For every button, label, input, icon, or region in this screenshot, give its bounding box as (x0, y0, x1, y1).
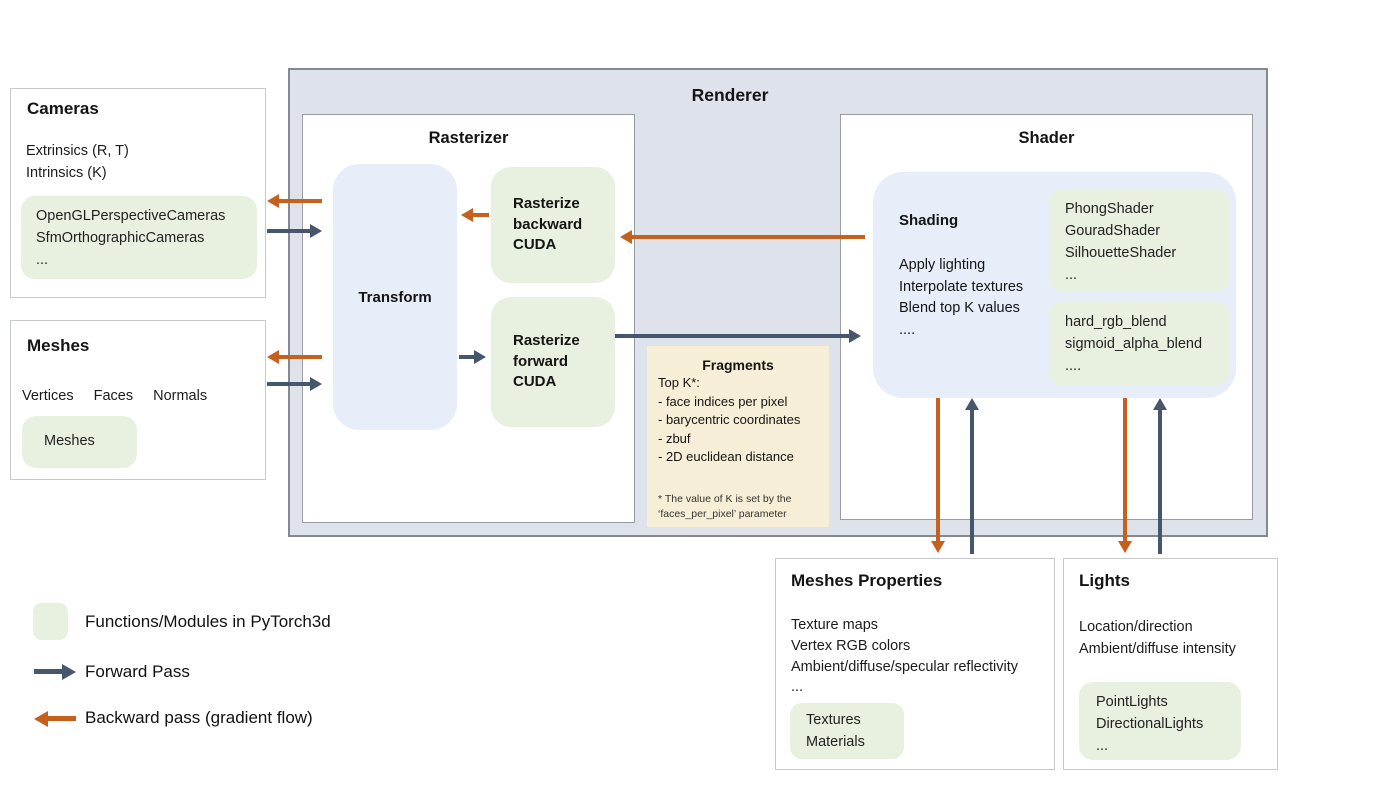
backward-pass-arrow (34, 710, 76, 727)
meshes-properties-line: ... (791, 679, 804, 696)
cameras-field: Extrinsics (R, T) (26, 143, 129, 159)
backward-pass-arrow (267, 350, 322, 364)
fragments-line: - 2D euclidean distance (658, 449, 794, 464)
shader-module-item: ... (1065, 267, 1078, 283)
blend-modules-box: hard_rgb_blend sigmoid_alpha_blend .... (1049, 301, 1229, 386)
shader-modules-box: PhongShader GouradShader SilhouetteShade… (1049, 189, 1229, 292)
fragments-box: Fragments Top K*: - face indices per pix… (647, 346, 829, 527)
shading-line: Blend top K values (899, 300, 1020, 316)
cameras-module-item: ... (36, 252, 49, 268)
meshes-properties-box: Meshes Properties Texture maps Vertex RG… (775, 558, 1055, 770)
shader-module-item: PhongShader (1065, 201, 1154, 217)
lights-line: Ambient/diffuse intensity (1079, 640, 1236, 657)
lights-module-item: ... (1096, 738, 1109, 754)
rasterize-forward-label: Rasterize forward CUDA (513, 332, 580, 391)
shading-label: Shading (899, 212, 959, 229)
blend-module-item: sigmoid_alpha_blend (1065, 336, 1203, 352)
lights-line: Location/direction (1079, 619, 1193, 635)
fragments-lines: Top K*: - face indices per pixel - baryc… (658, 374, 800, 467)
meshes-field: Normals (153, 388, 208, 404)
shading-line: Apply lighting (899, 257, 986, 273)
shading-line: Interpolate textures (899, 278, 1024, 295)
meshes-title: Meshes (27, 336, 90, 355)
meshes-field: Faces (93, 388, 134, 404)
legend-forward-label: Forward Pass (85, 662, 190, 681)
shader-box: Shader Shading Apply lighting Interpolat… (840, 114, 1253, 520)
meshes-field: Vertices (22, 388, 74, 404)
lights-box: Lights Location/direction Ambient/diffus… (1063, 558, 1278, 770)
meshes-properties-line: Vertex RGB colors (791, 637, 911, 654)
meshes-properties-lines: Texture maps Vertex RGB colors Ambient/d… (791, 615, 1018, 698)
meshes-properties-title: Meshes Properties (791, 571, 943, 590)
fragments-line: - face indices per pixel (658, 393, 788, 409)
lights-module-item: PointLights (1096, 694, 1168, 710)
fragments-line: Top K*: (658, 375, 700, 390)
meshes-module-item: Meshes (44, 433, 95, 449)
backward-pass-arrow (461, 208, 489, 222)
forward-pass-arrow (1153, 398, 1167, 554)
backward-pass-arrow (267, 194, 322, 208)
forward-pass-arrow (267, 377, 322, 391)
rasterize-backward-label: Rasterize backward CUDA (513, 195, 583, 254)
lights-title: Lights (1079, 571, 1130, 590)
lights-module-item: DirectionalLights (1096, 716, 1204, 732)
cameras-field: Intrinsics (K) (26, 165, 107, 181)
blend-module-item: hard_rgb_blend (1065, 314, 1167, 330)
shading-lines: Apply lighting Interpolate textures Blen… (899, 255, 1023, 341)
cameras-modules-box: OpenGLPerspectiveCameras SfmOrthographic… (21, 196, 257, 279)
cameras-fields: Extrinsics (R, T) Intrinsics (K) (26, 140, 129, 184)
legend-backward-label: Backward pass (gradient flow) (85, 708, 313, 727)
cameras-module-item: SfmOrthographicCameras (36, 230, 205, 246)
shader-module-item: SilhouetteShader (1065, 245, 1177, 261)
blend-module-item: .... (1065, 358, 1082, 374)
backward-pass-arrow (1118, 398, 1132, 553)
meshes-box: Meshes Vertices Faces Normals Meshes (10, 320, 266, 480)
forward-pass-arrow (615, 329, 861, 343)
transform-box: Transform (333, 164, 457, 430)
rasterizer-box: Rasterizer Transform Rasterize backward … (302, 114, 635, 523)
fragments-footnote: * The value of K is set by the ‘faces_pe… (658, 493, 792, 520)
meshes-properties-line: Texture maps (791, 617, 879, 633)
forward-pass-arrow (965, 398, 979, 554)
legend-modules-label: Functions/Modules in PyTorch3d (85, 612, 331, 631)
backward-pass-arrow (620, 230, 865, 244)
fragments-title: Fragments (702, 357, 774, 373)
shading-box: Shading Apply lighting Interpolate textu… (873, 172, 1236, 398)
meshes-fields: Vertices Faces Normals (22, 385, 207, 407)
forward-pass-arrow (459, 350, 486, 364)
cameras-module-item: OpenGLPerspectiveCameras (36, 208, 226, 224)
renderer-title: Renderer (691, 85, 769, 105)
lights-lines: Location/direction Ambient/diffuse inten… (1079, 617, 1236, 660)
cameras-box: Cameras Extrinsics (R, T) Intrinsics (K)… (10, 88, 266, 298)
rasterize-forward-box: Rasterize forward CUDA (491, 297, 615, 427)
shading-line: .... (899, 321, 916, 338)
meshes-properties-module-item: Materials (806, 734, 865, 750)
meshes-module-box: Meshes (22, 416, 137, 468)
meshes-properties-modules-box: Textures Materials (790, 703, 904, 759)
legend-module-swatch (33, 603, 68, 640)
meshes-properties-line: Ambient/diffuse/specular reflectivity (791, 658, 1019, 675)
shader-module-item: GouradShader (1065, 223, 1161, 239)
transform-label: Transform (358, 288, 432, 306)
meshes-properties-module-item: Textures (806, 712, 861, 728)
fragments-line: - zbuf (658, 430, 691, 446)
backward-pass-arrow (931, 398, 945, 553)
shader-title: Shader (1018, 129, 1075, 147)
fragments-line: - barycentric coordinates (658, 412, 801, 427)
lights-modules-box: PointLights DirectionalLights ... (1079, 682, 1241, 760)
rasterizer-title: Rasterizer (428, 129, 509, 147)
forward-pass-arrow (267, 224, 322, 238)
cameras-title: Cameras (27, 99, 99, 118)
rasterize-backward-box: Rasterize backward CUDA (491, 167, 615, 283)
forward-pass-arrow (34, 663, 76, 680)
